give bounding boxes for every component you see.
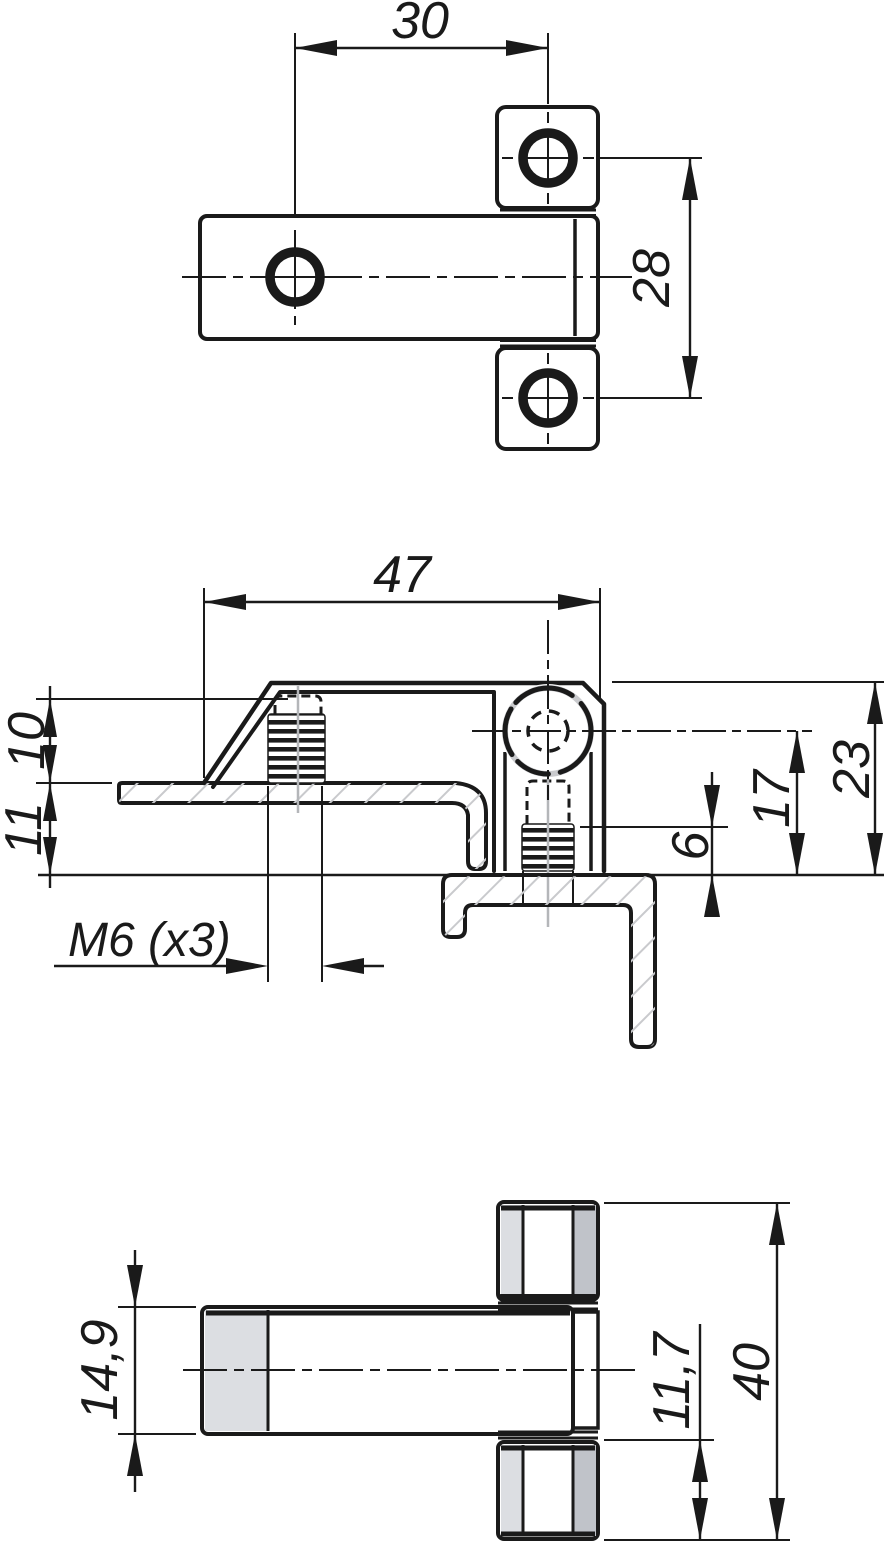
front-view-channel-section	[441, 873, 657, 1049]
dim-28-text: 28	[623, 249, 681, 308]
dim-11-text: 11	[0, 802, 53, 856]
bottom-view-tab-lower	[496, 1440, 600, 1541]
top-view-hinge-gaps	[500, 208, 596, 348]
stud-upper	[267, 686, 326, 982]
dim-28: 28	[600, 157, 702, 399]
dim-47: 47	[203, 546, 601, 778]
dim-10-11: 10 11	[0, 686, 288, 888]
top-view-tab-upper	[495, 105, 600, 210]
thread-label-text: M6 (x3)	[68, 914, 231, 967]
bottom-view: 14,9 11,7 40	[71, 1200, 790, 1541]
dim-30-text: 30	[391, 0, 449, 50]
thread-callout: M6 (x3)	[54, 914, 384, 974]
dim-14-9-text: 14,9	[71, 1319, 129, 1420]
tab-hole-lower	[502, 353, 594, 444]
dim-6: 6	[580, 772, 728, 917]
front-view-plate-section	[117, 781, 488, 871]
dim-11-7: 11,7	[604, 1324, 714, 1540]
dim-17: 17	[743, 731, 805, 875]
bottom-view-hinge-gaps	[498, 1301, 598, 1440]
top-view: 30 28	[182, 0, 702, 451]
dim-11-7-text: 11,7	[643, 1330, 701, 1429]
dim-23: 23	[612, 681, 884, 875]
dim-40: 40	[604, 1202, 790, 1541]
dim-23-text: 23	[823, 740, 881, 799]
dim-10-text: 10	[0, 712, 56, 770]
top-view-tab-lower	[495, 346, 600, 451]
front-view-leaf-outer	[201, 680, 607, 874]
tab-hole-upper	[502, 112, 594, 204]
dim-40-text: 40	[723, 1343, 781, 1401]
front-view: 47 10 11 23 17	[0, 546, 884, 1049]
dim-6-text: 6	[662, 831, 720, 860]
front-view-leaf-inner	[211, 690, 496, 873]
dim-17-text: 17	[743, 768, 801, 828]
dim-14-9: 14,9	[71, 1250, 196, 1492]
dim-30: 30	[294, 0, 549, 214]
bottom-view-tab-upper	[496, 1200, 600, 1302]
dim-47-text: 47	[373, 546, 433, 604]
